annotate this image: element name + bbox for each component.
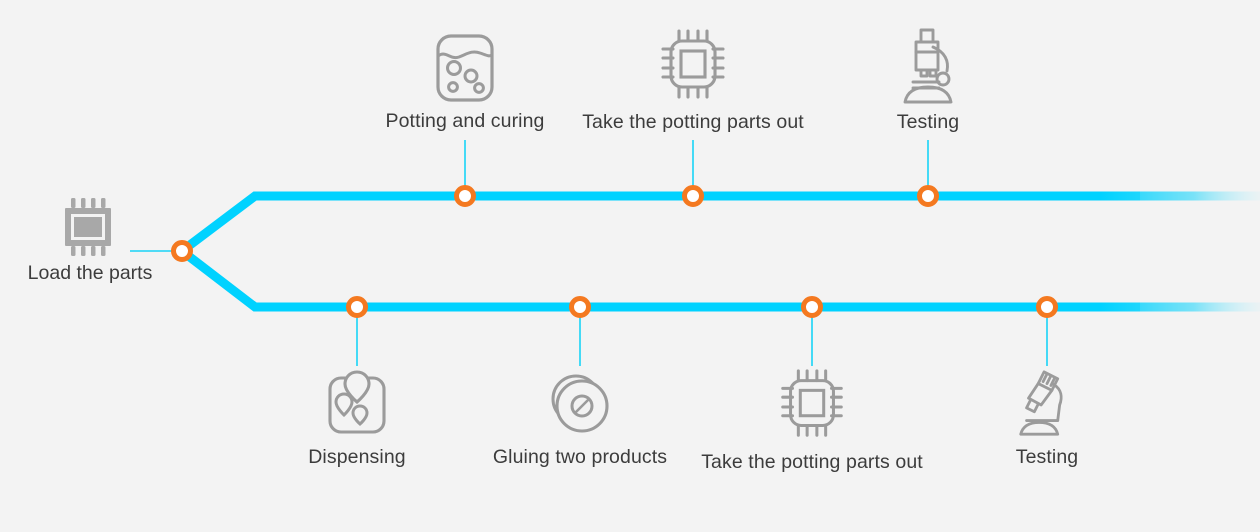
step-label: Testing <box>896 111 960 133</box>
step-take-the-potting-parts-out-lower[interactable]: Take the potting parts out <box>692 365 932 474</box>
step-label: Load the parts <box>27 262 153 284</box>
step-label: Take the potting parts out <box>582 111 804 133</box>
lower-branch-path <box>179 247 1140 312</box>
dispensing-drops-icon <box>322 368 392 440</box>
chip-icon <box>59 196 121 258</box>
node-upper-1[interactable] <box>454 185 476 207</box>
step-dispensing[interactable]: Dispensing <box>237 368 477 469</box>
step-label: Take the potting parts out <box>701 451 923 473</box>
microscope-tilted-icon <box>1014 368 1080 440</box>
node-lower-2[interactable] <box>569 296 591 318</box>
step-load-the-parts[interactable]: Load the parts <box>0 196 180 285</box>
lower-branch-fade-tail <box>1100 302 1260 312</box>
node-upper-3[interactable] <box>917 185 939 207</box>
potting-container-icon <box>432 32 498 106</box>
step-testing-upper[interactable]: Testing <box>808 25 1048 134</box>
step-label: Testing <box>1015 446 1079 468</box>
step-label: Dispensing <box>308 446 406 468</box>
upper-branch-path <box>179 191 1140 255</box>
chip-outline-icon <box>776 365 848 445</box>
step-gluing-two-products[interactable]: Gluing two products <box>460 368 700 469</box>
microscope-icon <box>897 25 959 107</box>
chip-outline-icon <box>657 25 729 107</box>
node-lower-4[interactable] <box>1036 296 1058 318</box>
step-label: Gluing two products <box>492 446 668 468</box>
node-lower-1[interactable] <box>346 296 368 318</box>
upper-branch-fade-tail <box>1100 191 1260 201</box>
two-discs-icon <box>545 368 615 440</box>
node-upper-2[interactable] <box>682 185 704 207</box>
step-potting-and-curing[interactable]: Potting and curing <box>345 32 585 133</box>
node-lower-3[interactable] <box>801 296 823 318</box>
step-testing-lower[interactable]: Testing <box>927 368 1167 469</box>
step-take-the-potting-parts-out-upper[interactable]: Take the potting parts out <box>573 25 813 134</box>
step-label: Potting and curing <box>385 110 545 132</box>
